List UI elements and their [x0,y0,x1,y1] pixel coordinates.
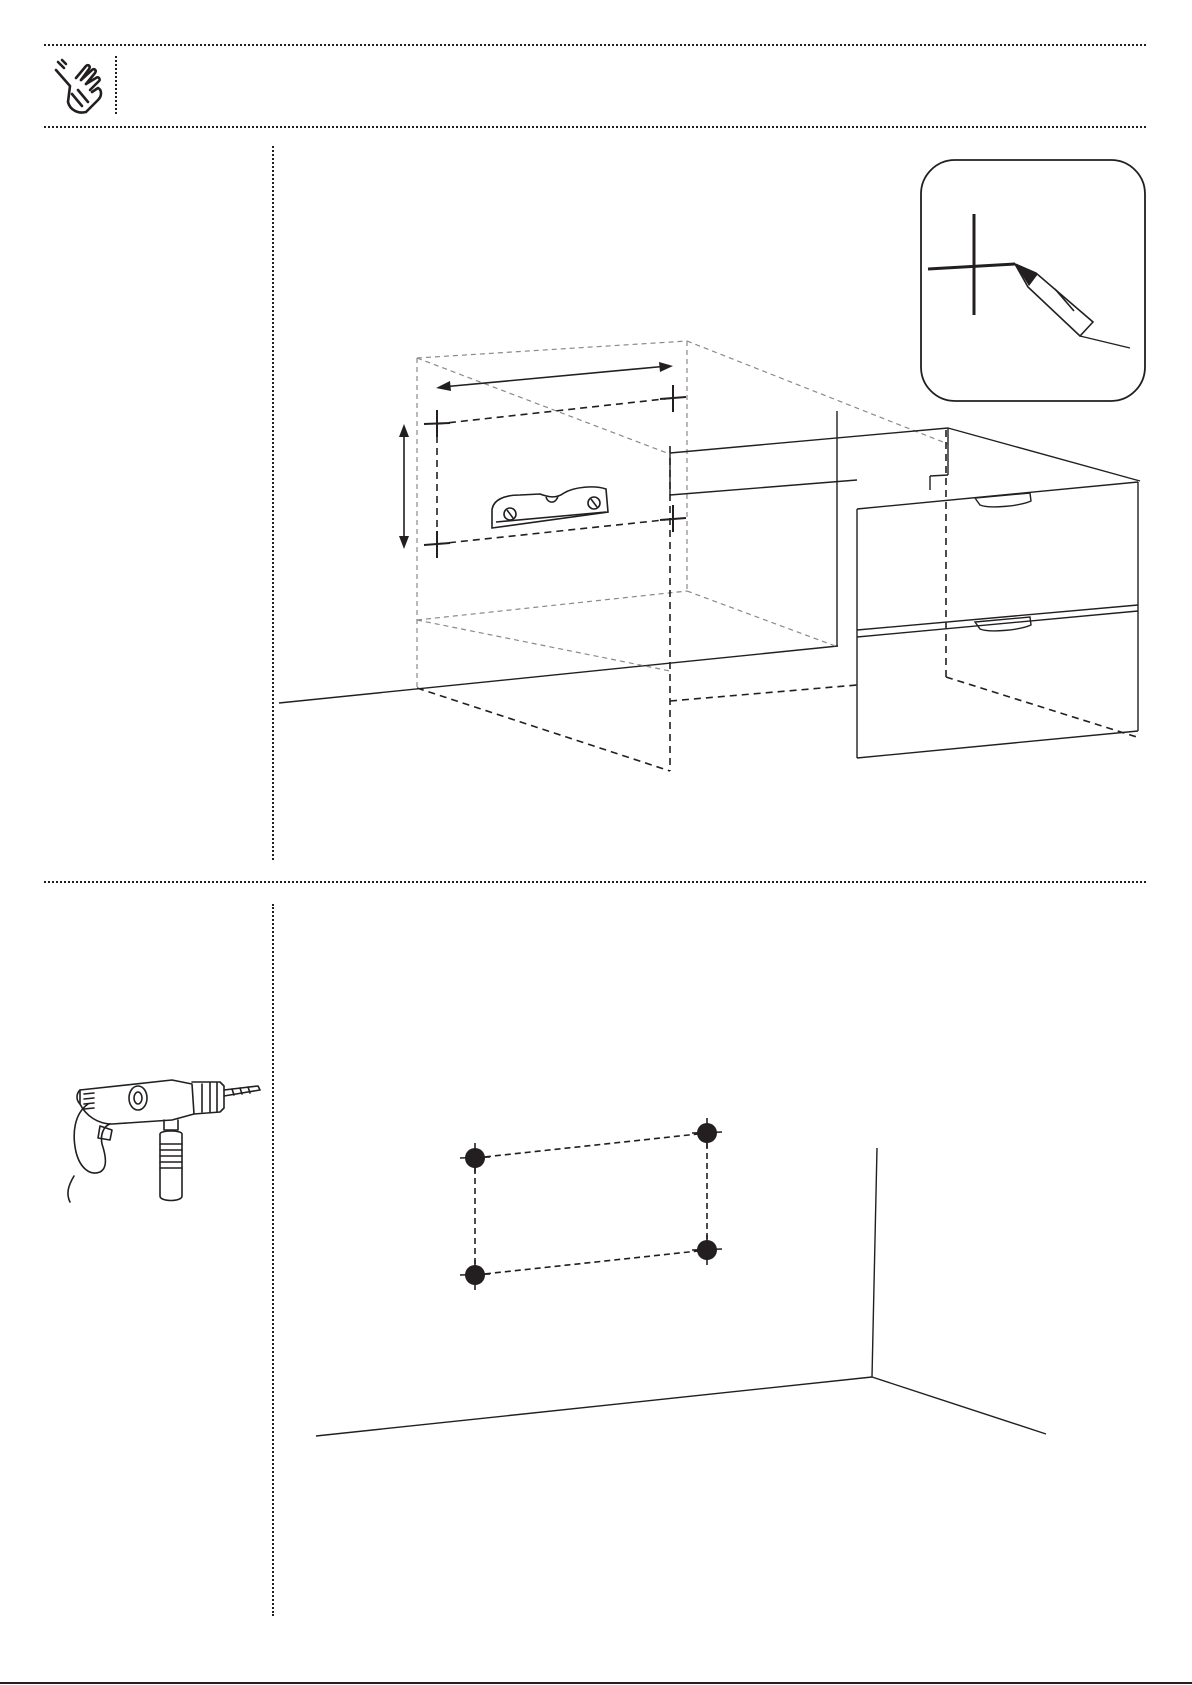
page-bottom-edge [0,1682,1192,1684]
